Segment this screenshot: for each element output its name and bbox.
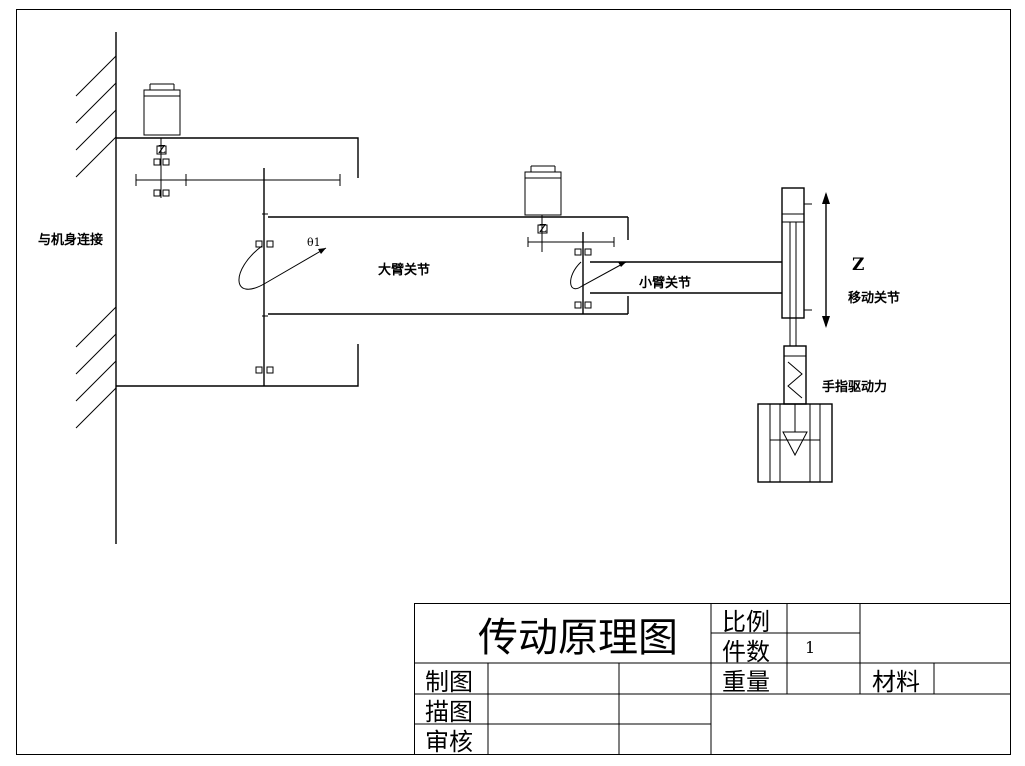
title-block-quantity-value: 1 (805, 638, 815, 657)
base-bracket (116, 137, 359, 387)
title-block-drawn: 制图 (425, 668, 473, 696)
big-arm (268, 216, 629, 315)
motor-2-mark: Z (539, 222, 547, 235)
gripper (757, 345, 833, 483)
moving-joint (781, 187, 830, 346)
motor-1: Z (143, 83, 181, 197)
title-block (414, 603, 1011, 755)
small-arm (590, 261, 782, 294)
title-block-checked: 审核 (425, 728, 473, 756)
big-arm-joint (238, 168, 327, 386)
title-block-traced: 描图 (425, 698, 473, 726)
label-small-arm: 小臂关节 (639, 275, 691, 291)
title-block-scale: 比例 (722, 608, 770, 636)
label-finger-drive: 手指驱动力 (822, 379, 887, 395)
label-theta: θ1 (307, 236, 321, 249)
title-block-weight: 重量 (722, 668, 770, 696)
wall-mount (75, 32, 117, 544)
motor-2: Z (524, 165, 615, 252)
small-arm-joint (570, 232, 627, 314)
motor-1-mark: Z (158, 143, 166, 156)
title-block-title: 传动原理图 (478, 615, 678, 661)
title-block-material: 材料 (872, 668, 920, 696)
title-block-quantity: 件数 (722, 638, 770, 666)
label-z-axis: Z (852, 255, 864, 275)
label-connection: 与机身连接 (38, 232, 103, 248)
label-big-arm: 大臂关节 (378, 262, 430, 278)
label-move-joint: 移动关节 (848, 290, 900, 306)
